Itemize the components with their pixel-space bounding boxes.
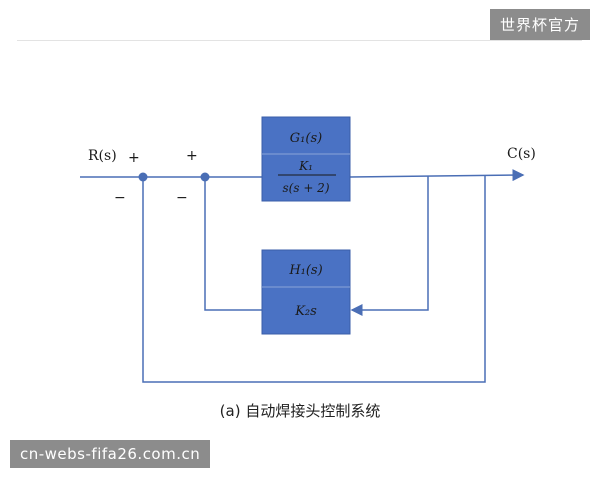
forward-block-numerator: K₁ <box>298 159 313 173</box>
output-label: C(s) <box>507 146 536 162</box>
input-label: R(s) <box>88 148 117 164</box>
feedback-block: H₁(s) K₂s <box>261 249 351 335</box>
forward-block-header: G₁(s) <box>290 131 322 146</box>
forward-block-box <box>261 116 351 202</box>
figure-caption: (a) 自动焊接头控制系统 <box>219 402 381 420</box>
summing-junction-2 <box>200 172 210 182</box>
feedback-block-header: H₁(s) <box>288 263 322 278</box>
output-line <box>349 169 525 182</box>
sum2-minus-sign: − <box>176 190 188 206</box>
sum2-plus-sign: + <box>186 148 198 164</box>
forward-block-denominator: s(s + 2) <box>283 181 330 195</box>
outer-feedback-line <box>142 176 486 383</box>
sum1-minus-sign: − <box>114 190 126 206</box>
signal-lines <box>80 169 525 383</box>
diagram-frame <box>17 40 582 436</box>
watermark-top: 世界杯官方 <box>489 9 590 40</box>
feedback-block-body: K₂s <box>294 304 317 319</box>
watermark-bottom: cn-webs-fifa26.com.cn <box>10 440 211 468</box>
inner-feedback-line <box>350 176 429 316</box>
sum1-plus-sign: + <box>128 150 140 166</box>
inner-feedback-return <box>204 180 262 311</box>
forward-block: G₁(s) K₁ s(s + 2) <box>261 116 351 202</box>
feedback-block-box <box>261 249 351 335</box>
summing-junction-1 <box>138 172 148 182</box>
